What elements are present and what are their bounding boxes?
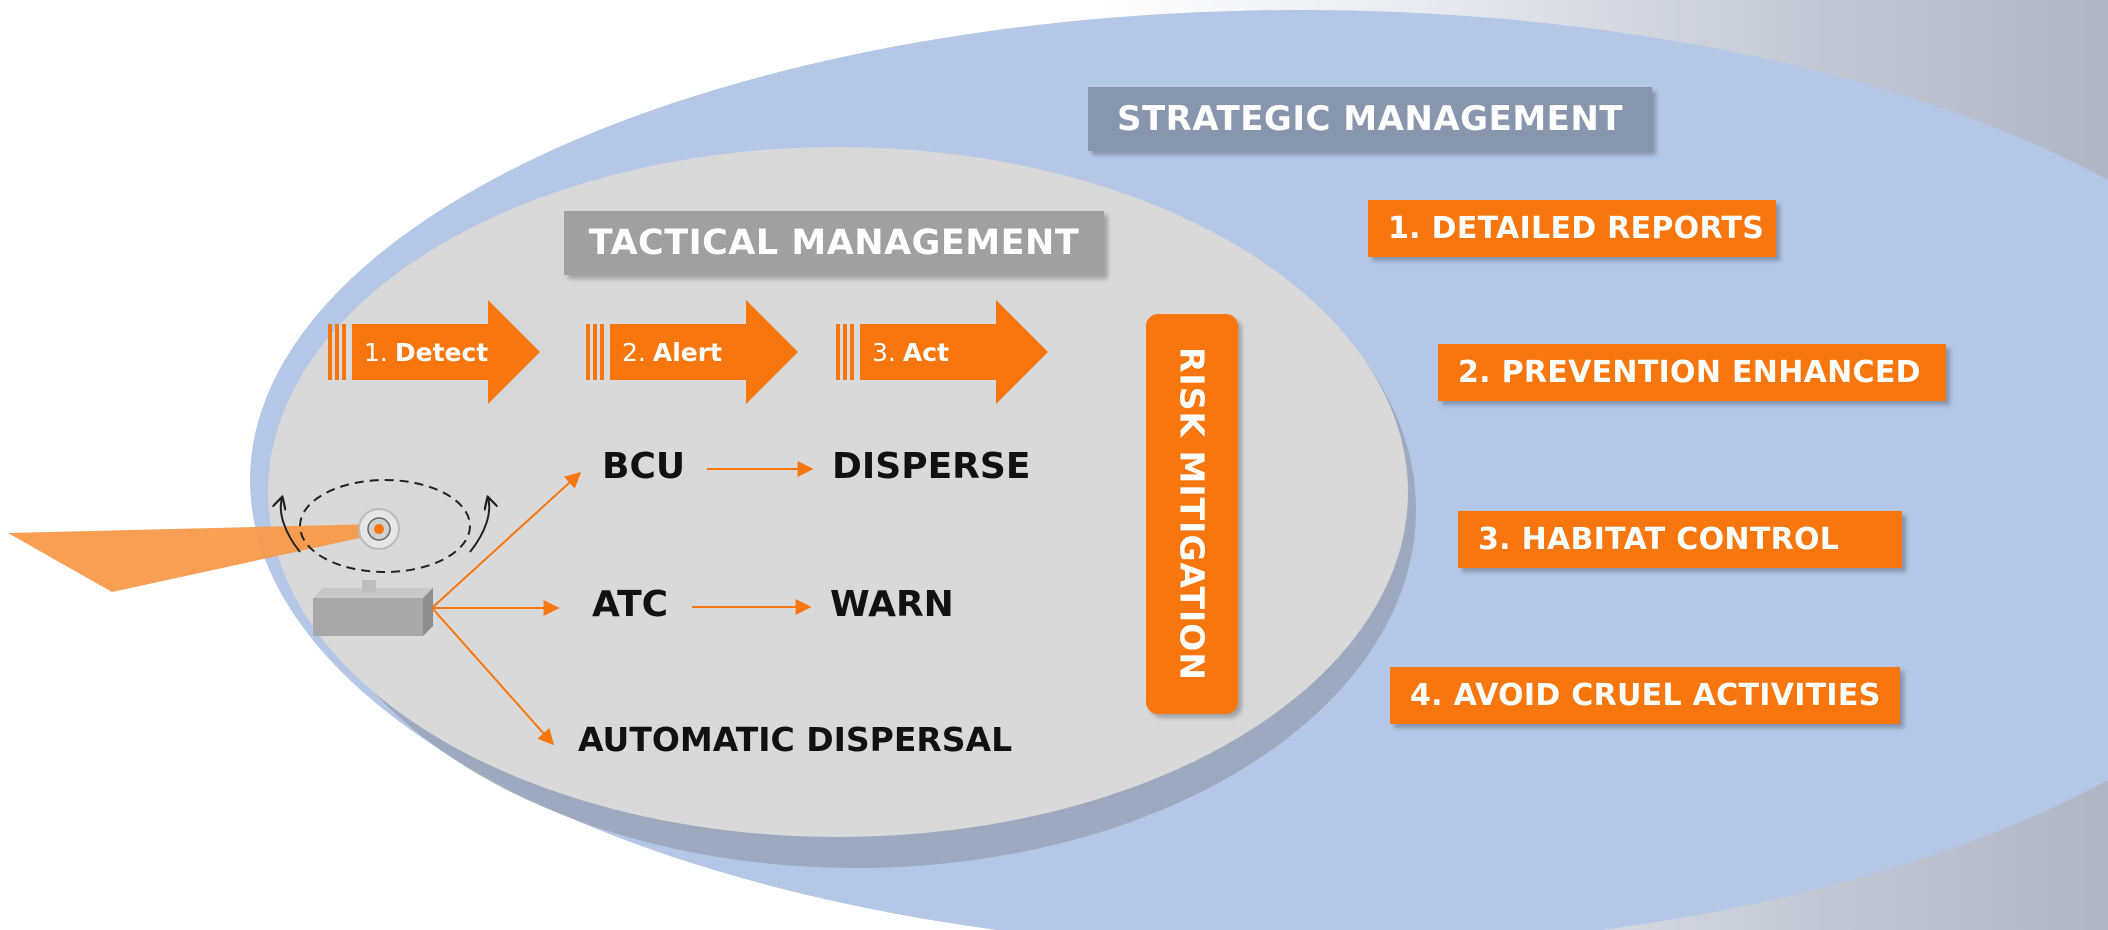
step-arrow-shape (836, 300, 1048, 404)
strategic-item-prevention-enhanced: 2. PREVENTION ENHANCED (1438, 344, 1946, 401)
step-arrow-shape (328, 300, 540, 404)
node-disperse: DISPERSE (832, 446, 1031, 487)
step-label: 2.Alert (622, 300, 722, 404)
step-name: Alert (652, 337, 723, 367)
step-alert: 2.Alert (586, 300, 798, 404)
strategic-management-title: STRATEGIC MANAGEMENT (1088, 87, 1652, 151)
tactical-management-title: TACTICAL MANAGEMENT (564, 211, 1104, 275)
detection-beam-icon (8, 524, 378, 592)
step-act: 3.Act (836, 300, 1048, 404)
connector-to-bcu (432, 471, 582, 608)
strategic-item-label: 4. AVOID CRUEL ACTIVITIES (1410, 678, 1881, 713)
strategic-title-text: STRATEGIC MANAGEMENT (1116, 99, 1624, 139)
risk-mitigation-box: RISK MITIGATION (1146, 314, 1238, 714)
step-detect: 1.Detect (328, 300, 540, 404)
step-name: Detect (394, 337, 489, 367)
tactical-title-text: TACTICAL MANAGEMENT (588, 223, 1080, 263)
rotation-path (299, 479, 471, 573)
node-warn: WARN (830, 584, 954, 625)
node-bcu: BCU (602, 446, 686, 487)
step-label: 1.Detect (364, 300, 488, 404)
node-atc: ATC (592, 584, 669, 625)
step-number: 1. (364, 337, 388, 367)
node-automatic-dispersal: AUTOMATIC DISPERSAL (578, 720, 1013, 759)
step-arrow-shape (586, 300, 798, 404)
strategic-item-label: 2. PREVENTION ENHANCED (1458, 355, 1921, 390)
tactical-ellipse (268, 147, 1408, 837)
rotation-arrow-left (281, 498, 301, 553)
step-name: Act (902, 337, 949, 367)
strategic-item-habitat-control: 3. HABITAT CONTROL (1458, 511, 1902, 568)
risk-mitigation-label: RISK MITIGATION (1172, 347, 1212, 681)
strategic-item-detailed-reports: 1. DETAILED REPORTS (1368, 200, 1776, 257)
step-number: 3. (872, 337, 896, 367)
connector-to-automatic-dispersal (432, 608, 555, 746)
radar-sensor-icon (313, 508, 433, 636)
rotation-arrow-right (469, 498, 489, 553)
strategic-item-avoid-cruel-activities: 4. AVOID CRUEL ACTIVITIES (1390, 667, 1900, 724)
strategic-item-label: 1. DETAILED REPORTS (1388, 211, 1765, 246)
strategic-item-label: 3. HABITAT CONTROL (1478, 522, 1840, 557)
step-label: 3.Act (872, 300, 949, 404)
step-number: 2. (622, 337, 646, 367)
